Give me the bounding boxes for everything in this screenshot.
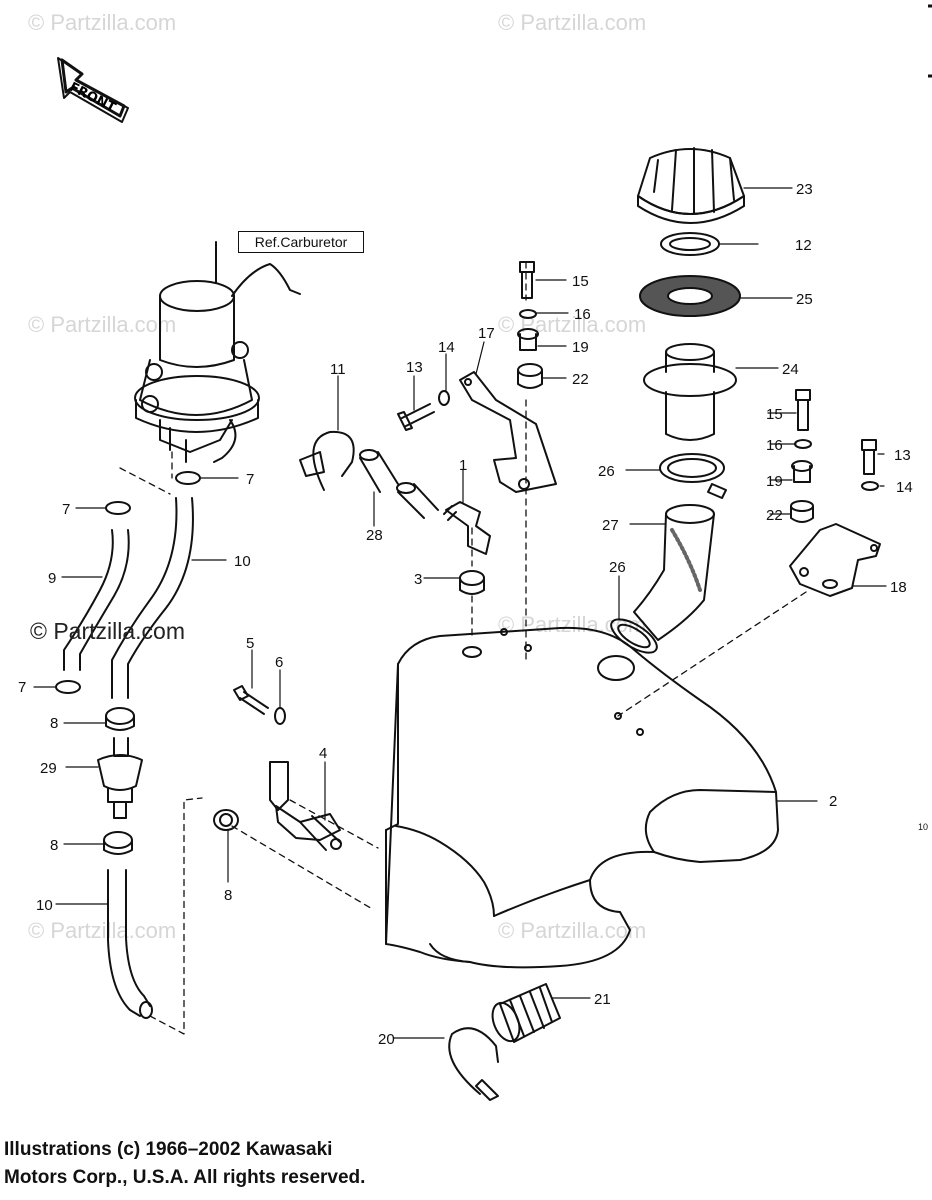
fuel-tank-icon: [385, 626, 779, 969]
gasket-25-icon: [639, 275, 741, 317]
watermark-bottom-left: © Partzilla.com: [28, 918, 177, 943]
callout-1: 1: [459, 457, 467, 474]
callout-23: 23: [796, 181, 813, 198]
callout-14-left: 14: [438, 339, 455, 356]
bracket-18-icon: [789, 523, 881, 597]
watermark-main: © Partzilla.com: [30, 618, 185, 644]
elbow-fitting-icon: [443, 501, 491, 555]
callout-13-right: 13: [894, 447, 911, 464]
watermark-bottom-center: © Partzilla.com: [498, 918, 647, 943]
bolt-13-left-icon: [397, 403, 435, 431]
callout-28: 28: [366, 527, 383, 544]
leader-lines: [33, 187, 887, 1039]
grommet-22-upper-icon: [517, 363, 543, 389]
callout-20: 20: [378, 1031, 395, 1048]
bolt-13-right-icon: [861, 439, 877, 475]
callout-4: 4: [319, 745, 327, 762]
callout-7-left: 7: [62, 501, 70, 518]
callout-10-lower: 10: [36, 897, 53, 914]
hose-9-icon: [63, 529, 130, 671]
front-arrow-icon: [57, 57, 129, 123]
callout-3: 3: [414, 571, 422, 588]
washer-14-left-icon: [438, 390, 450, 406]
front-label: FRONT: [67, 80, 118, 116]
callout-14-right: 14: [896, 479, 913, 496]
callout-16-upper: 16: [574, 306, 591, 323]
clamp-26-upper-icon: [659, 453, 727, 499]
callout-22-right: 22: [766, 507, 783, 524]
callout-18: 18: [890, 579, 907, 596]
watermark-top-center: © Partzilla.com: [498, 10, 647, 35]
copyright-notice: Illustrations (c) 1966–2002 Kawasaki Mot…: [4, 1136, 365, 1192]
fuel-tap-icon: [269, 761, 342, 851]
callout-15-upper: 15: [572, 273, 589, 290]
callout-8-upper: 8: [50, 715, 58, 732]
callout-7-upper: 7: [246, 471, 254, 488]
bracket-17-icon: [459, 371, 557, 493]
callout-10-upper: 10: [234, 553, 251, 570]
callout-6: 6: [275, 654, 283, 671]
watermark-mid-left: © Partzilla.com: [28, 312, 177, 337]
clamp-7-icon: [55, 471, 201, 694]
callout-24: 24: [782, 361, 799, 378]
callout-25: 25: [796, 291, 813, 308]
callout-26-lower: 26: [609, 559, 626, 576]
callout-22-upper: 22: [572, 371, 589, 388]
fuel-strainer-icon: [491, 983, 561, 1043]
hose-28-icon: [359, 449, 439, 519]
clamp-20-icon: [448, 1027, 499, 1101]
filler-hose-icon: [633, 504, 715, 641]
callout-12: 12: [795, 237, 812, 254]
clamp-8-tap-icon: [213, 809, 239, 831]
callout-17: 17: [478, 325, 495, 342]
fuel-pump-icon: [134, 241, 301, 463]
callout-19-upper: 19: [572, 339, 589, 356]
clamp-8-upper-icon: [105, 707, 135, 731]
callout-19-right: 19: [766, 473, 783, 490]
callout-29: 29: [40, 760, 57, 777]
side-mark: 10: [918, 822, 928, 832]
callout-13-left: 13: [406, 359, 423, 376]
gasket-12-icon: [660, 232, 720, 256]
washer-16-right-icon: [794, 439, 812, 449]
callout-27: 27: [602, 517, 619, 534]
bolt-5-icon: [233, 685, 269, 715]
callout-11: 11: [330, 361, 346, 378]
callout-7-lower: 7: [18, 679, 26, 696]
grommet-19-right-icon: [791, 460, 813, 483]
washer-16-upper-icon: [519, 309, 537, 319]
washer-6-icon: [274, 707, 286, 725]
grommet-19-upper-icon: [517, 328, 539, 351]
callout-8-lower: 8: [50, 837, 58, 854]
clamp-11-icon: [299, 430, 355, 491]
callout-26-upper: 26: [598, 463, 615, 480]
callout-9: 9: [48, 570, 56, 587]
hose-10-lower-icon: [107, 869, 153, 1019]
grommet-3-icon: [459, 570, 485, 595]
clamp-26-lower-icon: [610, 618, 658, 654]
fuel-filter-icon: [97, 737, 143, 819]
clamp-8-lower-icon: [103, 831, 133, 855]
bolt-15-right-icon: [795, 389, 811, 431]
copyright-line-1: Illustrations (c) 1966–2002 Kawasaki: [4, 1139, 333, 1160]
ref-carburetor-label: Ref.Carburetor: [238, 231, 364, 253]
washer-14-right-icon: [861, 481, 879, 491]
bolt-15-upper-icon: [519, 261, 535, 299]
callout-21: 21: [594, 991, 611, 1008]
hose-10-upper-icon: [111, 497, 194, 699]
callout-16-right: 16: [766, 437, 783, 454]
watermark-top-left: © Partzilla.com: [28, 10, 177, 35]
callout-2: 2: [829, 793, 837, 810]
filler-cap-icon: [637, 147, 745, 224]
callout-8-tap: 8: [224, 887, 232, 904]
grommet-22-right-icon: [790, 500, 814, 523]
connection-lines: [119, 261, 807, 1035]
filler-neck-icon: [643, 343, 737, 441]
callout-15-right: 15: [766, 406, 783, 423]
copyright-line-2: Motors Corp., U.S.A. All rights reserved…: [4, 1167, 366, 1188]
callout-5: 5: [246, 635, 254, 652]
